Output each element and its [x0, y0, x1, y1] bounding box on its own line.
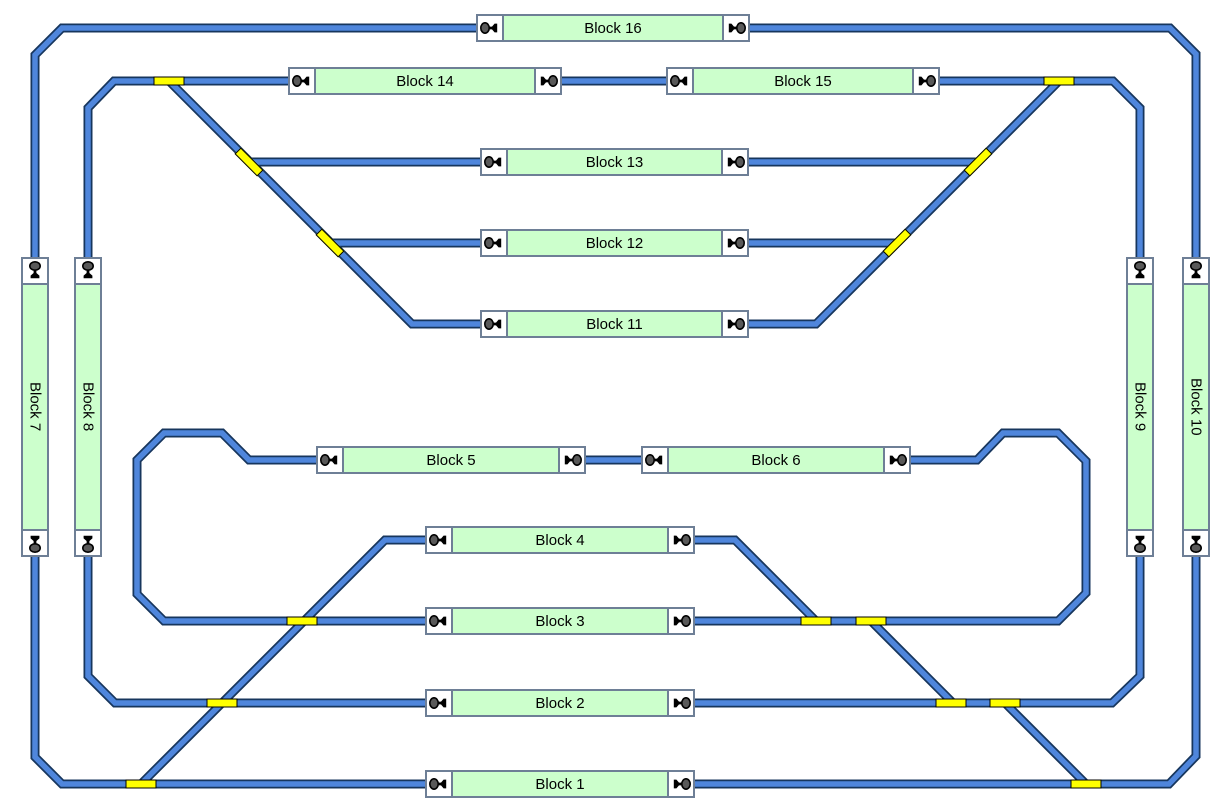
signal-icon[interactable] [643, 448, 669, 472]
signal-icon[interactable] [667, 528, 693, 552]
signal-icon[interactable] [478, 16, 504, 40]
turnout-1[interactable] [153, 76, 185, 86]
signal-icon[interactable] [1128, 529, 1152, 555]
block-2[interactable]: Block 2 [425, 689, 695, 717]
turnout-8[interactable] [800, 616, 832, 626]
signal-icon[interactable] [721, 231, 747, 255]
block-7[interactable]: Block 7 [21, 257, 49, 557]
block-10[interactable]: Block 10 [1182, 257, 1210, 557]
block-label: Block 13 [508, 150, 721, 174]
block-8[interactable]: Block 8 [74, 257, 102, 557]
block-15[interactable]: Block 15 [666, 67, 940, 95]
signal-icon[interactable] [427, 691, 453, 715]
signal-icon[interactable] [558, 448, 584, 472]
signal-icon[interactable] [76, 259, 100, 285]
signal-icon[interactable] [1184, 529, 1208, 555]
block-9[interactable]: Block 9 [1126, 257, 1154, 557]
signal-icon[interactable] [721, 312, 747, 336]
signal-icon[interactable] [427, 772, 453, 796]
signal-icon[interactable] [23, 529, 47, 555]
signal-icon[interactable] [667, 691, 693, 715]
block-label: Block 3 [453, 609, 667, 633]
signal-icon[interactable] [667, 772, 693, 796]
block-3[interactable]: Block 3 [425, 607, 695, 635]
block-label: Block 10 [1184, 285, 1208, 529]
block-12[interactable]: Block 12 [480, 229, 749, 257]
block-label: Block 2 [453, 691, 667, 715]
track-fills [32, 25, 1199, 787]
block-label: Block 9 [1128, 285, 1152, 529]
signal-icon[interactable] [1128, 259, 1152, 285]
signal-icon[interactable] [482, 150, 508, 174]
turnout-11[interactable] [935, 698, 967, 708]
signal-icon[interactable] [667, 609, 693, 633]
block-label: Block 7 [23, 285, 47, 529]
signal-icon[interactable] [1184, 259, 1208, 285]
block-label: Block 11 [508, 312, 721, 336]
turnout-10[interactable] [206, 698, 238, 708]
signal-icon[interactable] [722, 16, 748, 40]
block-label: Block 8 [76, 285, 100, 529]
turnout-13[interactable] [125, 779, 157, 789]
block-label: Block 14 [316, 69, 534, 93]
block-13[interactable]: Block 13 [480, 148, 749, 176]
block-label: Block 6 [669, 448, 883, 472]
signal-icon[interactable] [290, 69, 316, 93]
block-label: Block 15 [694, 69, 912, 93]
signal-icon[interactable] [883, 448, 909, 472]
turnout-2[interactable] [1043, 76, 1075, 86]
turnout-7[interactable] [286, 616, 318, 626]
signal-icon[interactable] [427, 609, 453, 633]
block-1[interactable]: Block 1 [425, 770, 695, 798]
signal-icon[interactable] [668, 69, 694, 93]
signal-icon[interactable] [76, 529, 100, 555]
block-14[interactable]: Block 14 [288, 67, 562, 95]
signal-icon[interactable] [482, 312, 508, 336]
block-label: Block 5 [344, 448, 558, 472]
signal-icon[interactable] [482, 231, 508, 255]
signal-icon[interactable] [318, 448, 344, 472]
turnout-9[interactable] [855, 616, 887, 626]
block-label: Block 1 [453, 772, 667, 796]
block-label: Block 4 [453, 528, 667, 552]
turnout-14[interactable] [1070, 779, 1102, 789]
block-label: Block 12 [508, 231, 721, 255]
turnout-12[interactable] [989, 698, 1021, 708]
block-5[interactable]: Block 5 [316, 446, 586, 474]
signal-icon[interactable] [721, 150, 747, 174]
block-4[interactable]: Block 4 [425, 526, 695, 554]
signal-icon[interactable] [912, 69, 938, 93]
signal-icon[interactable] [427, 528, 453, 552]
signal-icon[interactable] [534, 69, 560, 93]
signal-icon[interactable] [23, 259, 47, 285]
block-11[interactable]: Block 11 [480, 310, 749, 338]
block-16[interactable]: Block 16 [476, 14, 750, 42]
block-6[interactable]: Block 6 [641, 446, 911, 474]
track-outlines [30, 23, 1201, 789]
block-label: Block 16 [504, 16, 722, 40]
